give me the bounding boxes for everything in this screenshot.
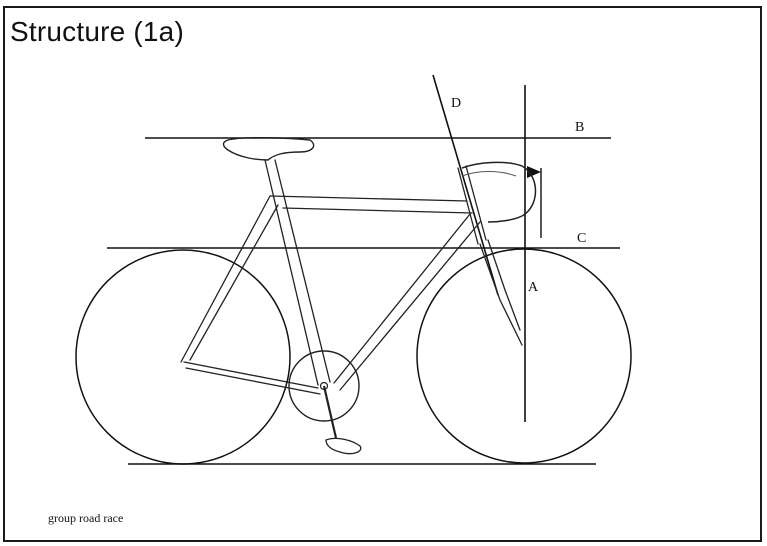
handlebar [461,161,537,223]
slide-frame [3,6,762,542]
saddle [222,136,315,161]
brake-lever [461,171,517,177]
label-d: D [451,96,461,111]
rear-wheel [75,249,291,465]
bike-frame [180,159,523,395]
chainring [288,350,360,422]
label-a: A [528,280,539,295]
diagram-caption: group road race [48,511,124,525]
label-c: C [577,231,586,246]
pedal [325,437,362,455]
reference-line-d [432,74,499,296]
front-wheel [416,248,632,464]
label-b: B [575,120,584,135]
slide-title: Structure (1a) [10,16,184,47]
crank-arm [322,385,338,439]
